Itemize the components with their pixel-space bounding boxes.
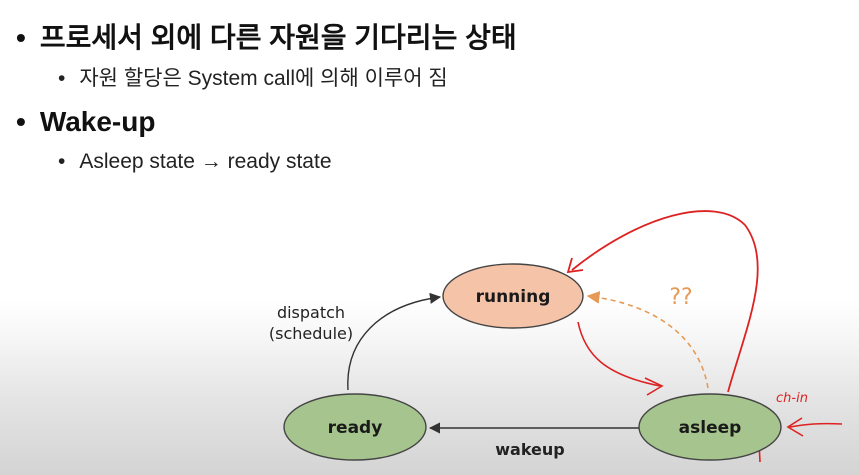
bullet-text-1: 프로세서 외에 다른 자원을 기다리는 상태: [39, 22, 517, 53]
bullet-text-3: Wake-up: [39, 106, 156, 137]
node-label-asleep: asleep: [679, 418, 742, 438]
node-label-ready: ready: [328, 418, 383, 438]
edge-label-wakeup: wakeup: [495, 440, 564, 459]
edge-label-dispatch: dispatch: [277, 303, 345, 322]
edge-dispatch: [347, 292, 442, 391]
bullet-line-1: • 프로세서 외에 다른 자원을 기다리는 상태: [16, 16, 517, 56]
node-ready: ready: [283, 393, 427, 461]
bullet-marker: •: [58, 67, 66, 90]
bullet-marker: •: [16, 22, 26, 53]
node-asleep: asleep: [638, 393, 782, 461]
bullet-line-2: • 자원 할당은 System call에 의해 이루어 짐: [58, 62, 448, 92]
edge-label-question: ??: [669, 285, 692, 310]
bullet-text-4: Asleep state → ready state: [79, 150, 332, 173]
edge-label-schedule: (schedule): [269, 324, 353, 343]
bullet-marker: •: [58, 150, 66, 173]
red-loop-asleep-to-running: [571, 210, 759, 393]
node-label-running: running: [476, 287, 551, 307]
bullet-marker: •: [16, 106, 26, 137]
red-pointer-arrow: [786, 417, 843, 437]
red-arrow-running-to-asleep: [577, 321, 661, 387]
bullet-line-4: • Asleep state → ready state: [58, 150, 332, 174]
edge-question-dashed: [586, 291, 709, 389]
red-arrowhead-2: [566, 257, 584, 274]
node-running: running: [442, 263, 584, 329]
handwritten-annotation: ch-in: [776, 391, 808, 406]
bullet-line-3: • Wake-up: [16, 106, 155, 138]
bullet-text-2: 자원 할당은 System call에 의해 이루어 짐: [79, 67, 448, 90]
red-arrowhead-1: [644, 377, 664, 396]
